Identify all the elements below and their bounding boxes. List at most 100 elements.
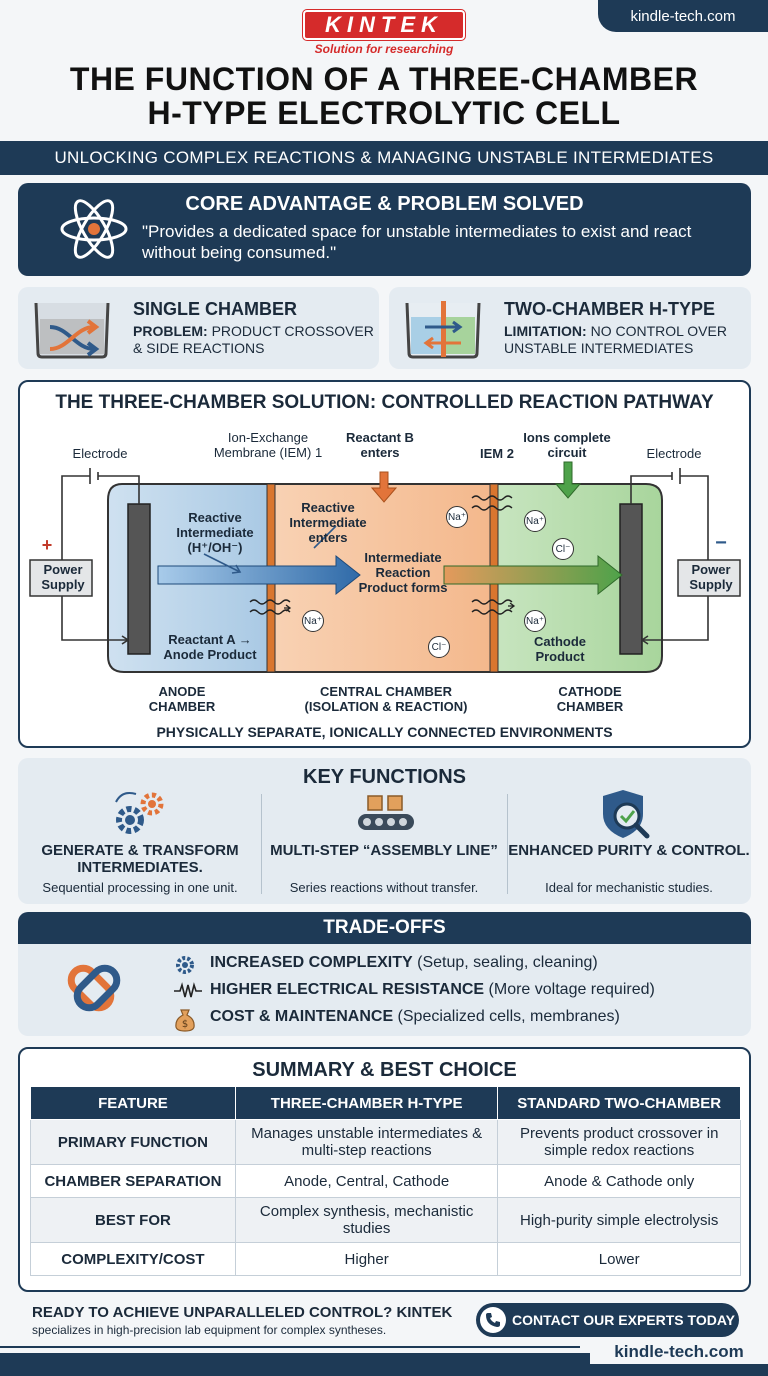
phone-icon: [480, 1307, 506, 1333]
two-chamber-title: TWO-CHAMBER H-TYPE: [504, 299, 715, 319]
tradeoff-bold: INCREASED COMPLEXITY: [210, 954, 413, 971]
cathode-chamber-label: CATHODE CHAMBER: [556, 684, 624, 714]
plus-sign: +: [41, 535, 53, 555]
key-functions-title: KEY FUNCTIONS: [303, 766, 466, 788]
resistor-icon: [174, 981, 202, 1001]
summary-panel: SUMMARY & BEST CHOICE FEATURE THREE-CHAM…: [18, 1047, 751, 1292]
single-chamber-card: SINGLE CHAMBER PROBLEM: PRODUCT CROSSOVE…: [18, 287, 379, 369]
gears-icon: [115, 792, 164, 834]
electrode-left-label: Electrode: [72, 446, 128, 461]
two-chamber-beaker-icon: [405, 301, 481, 359]
footer-url[interactable]: kindle-tech.com: [590, 1340, 768, 1364]
table-header: STANDARD TWO-CHAMBER: [497, 1086, 741, 1120]
two-chamber-card: TWO-CHAMBER H-TYPE LIMITATION: NO CONTRO…: [389, 287, 751, 369]
core-quote: "Provides a dedicated space for unstable…: [142, 222, 692, 262]
table-cell: COMPLEXITY/COST: [30, 1242, 236, 1276]
cta-description: specializes in high-precision lab equipm…: [32, 1323, 387, 1337]
two-chamber-limitation: LIMITATION: NO CONTROL OVER UNSTABLE INT…: [504, 323, 751, 357]
kintek-logo: KINTEK Solution for researching: [0, 10, 768, 56]
table-cell: Manages unstable intermediates & multi-s…: [234, 1119, 499, 1165]
key-function-heading: ENHANCED PURITY & CONTROL.: [508, 842, 750, 859]
minus-sign: −: [715, 532, 727, 554]
limitation-label: LIMITATION:: [504, 323, 587, 339]
iem2-label: IEM 2: [480, 446, 514, 461]
title-line-1: THE FUNCTION OF A THREE-CHAMBER: [69, 61, 699, 97]
table-cell: Higher: [234, 1242, 499, 1276]
table-row: CHAMBER SEPARATION Anode, Central, Catho…: [30, 1164, 741, 1198]
gear-icon: [174, 954, 194, 974]
tradeoffs-panel: INCREASED COMPLEXITY (Setup, sealing, cl…: [18, 944, 751, 1036]
tradeoff-bold: COST & MAINTENANCE: [210, 1008, 394, 1025]
footer-bar: [0, 1353, 768, 1376]
table-header: FEATURE: [30, 1086, 236, 1120]
table-cell: Complex synthesis, mechanistic studies: [234, 1197, 499, 1243]
na-ion: Na⁺: [524, 610, 546, 632]
summary-title: SUMMARY & BEST CHOICE: [252, 1059, 517, 1081]
cta-question: READY TO ACHIEVE UNPARALLELED CONTROL? K…: [32, 1304, 453, 1321]
na-ion: Na⁺: [524, 510, 546, 532]
table-cell: Lower: [497, 1242, 741, 1276]
table-cell: Anode & Cathode only: [497, 1164, 741, 1198]
key-function-desc: Ideal for mechanistic studies.: [545, 880, 713, 895]
diagram-footer: PHYSICALLY SEPARATE, IONICALLY CONNECTED…: [156, 724, 613, 740]
key-functions-panel: KEY FUNCTIONS GENERATE & TRANSFORM INTER…: [18, 758, 751, 904]
tradeoffs-title: TRADE-OFFS: [18, 912, 751, 944]
tradeoff-bold: HIGHER ELECTRICAL RESISTANCE: [210, 981, 485, 998]
na-ion: Na⁺: [446, 506, 468, 528]
central-chamber-label: CENTRAL CHAMBER (ISOLATION & REACTION): [304, 684, 468, 714]
crossover-beaker-icon: [34, 302, 110, 359]
key-function-item: MULTI-STEP “ASSEMBLY LINE” Series reacti…: [262, 788, 506, 898]
table-cell: PRIMARY FUNCTION: [30, 1119, 236, 1165]
table-row: COMPLEXITY/COST Higher Lower: [30, 1242, 741, 1276]
table-cell: Anode, Central, Cathode: [234, 1164, 499, 1198]
svg-text:$: $: [182, 1019, 188, 1030]
key-function-item: ENHANCED PURITY & CONTROL. Ideal for mec…: [507, 788, 751, 898]
iem1-label: Ion-Exchange Membrane (IEM) 1: [213, 430, 323, 460]
logo-tagline: Solution for researching: [314, 42, 454, 56]
table-row: BEST FOR Complex synthesis, mechanistic …: [30, 1197, 741, 1243]
table-row: PRIMARY FUNCTION Manages unstable interm…: [30, 1119, 741, 1165]
reactant-b-label: Reactant B enters: [346, 430, 414, 460]
money-bag-icon: $: [174, 1008, 195, 1032]
conveyor-icon: [358, 795, 414, 830]
reactive-enters-label: Reactive Intermediate enters: [289, 500, 367, 545]
key-function-heading: GENERATE & TRANSFORM INTERMEDIATES.: [41, 842, 239, 876]
electrode-right-label: Electrode: [646, 446, 702, 461]
site-url-tab[interactable]: kindle-tech.com: [598, 0, 768, 32]
key-function-item: GENERATE & TRANSFORM INTERMEDIATES. Sequ…: [18, 788, 262, 898]
three-chamber-diagram: THE THREE-CHAMBER SOLUTION: CONTROLLED R…: [18, 380, 751, 748]
contact-experts-button[interactable]: CONTACT OUR EXPERTS TODAY: [476, 1303, 739, 1337]
cathode-product-label: Cathode Product: [534, 634, 586, 664]
table-cell: High-purity simple electrolysis: [497, 1197, 741, 1243]
reactive-intermediate-label: Reactive Intermediate (H⁺/OH⁻): [176, 510, 254, 555]
divider: [261, 794, 262, 894]
na-ion: Na⁺: [302, 610, 324, 632]
summary-table: FEATURE THREE-CHAMBER H-TYPE STANDARD TW…: [30, 1086, 741, 1276]
tangled-knot-icon: [67, 964, 121, 1012]
reactant-a-label: Reactant A → Anode Product: [163, 632, 257, 662]
divider: [507, 794, 508, 894]
anode-chamber-label: ANODE CHAMBER: [148, 684, 216, 714]
single-chamber-title: SINGLE CHAMBER: [133, 299, 298, 319]
subtitle-bar: UNLOCKING COMPLEX REACTIONS & MANAGING U…: [0, 141, 768, 175]
tradeoff-rest: (Setup, sealing, cleaning): [412, 954, 598, 971]
tradeoff-rest: (Specialized cells, membranes): [393, 1008, 620, 1025]
intermediate-product-label: Intermediate Reaction Product forms: [358, 550, 448, 595]
key-function-desc: Sequential processing in one unit.: [42, 880, 238, 895]
diagram-title: THE THREE-CHAMBER SOLUTION: CONTROLLED R…: [55, 392, 714, 413]
single-chamber-problem: PROBLEM: PRODUCT CROSSOVER & SIDE REACTI…: [133, 323, 379, 357]
key-function-desc: Series reactions without transfer.: [289, 880, 479, 895]
table-header: THREE-CHAMBER H-TYPE: [234, 1086, 499, 1120]
power-supply-right: Power Supply: [689, 562, 733, 592]
key-function-heading: MULTI-STEP “ASSEMBLY LINE”: [270, 842, 498, 859]
problem-label: PROBLEM:: [133, 323, 208, 339]
cl-ion: Cl⁻: [552, 538, 574, 560]
page-title: THE FUNCTION OF A THREE-CHAMBER H-TYPE E…: [0, 62, 768, 130]
problem-text: PRODUCT CROSSOVER & SIDE REACTIONS: [133, 323, 374, 356]
core-title: CORE ADVANTAGE & PROBLEM SOLVED: [185, 193, 584, 215]
table-header-row: FEATURE THREE-CHAMBER H-TYPE STANDARD TW…: [30, 1086, 741, 1120]
ions-complete-label: Ions complete circuit: [523, 430, 611, 460]
power-supply-left: Power Supply: [41, 562, 85, 592]
atom-icon: [60, 199, 128, 259]
cl-ion: Cl⁻: [428, 636, 450, 658]
